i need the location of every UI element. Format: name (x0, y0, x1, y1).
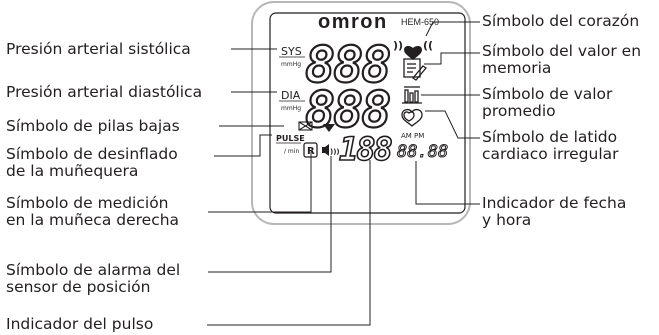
svg-text:((: (( (423, 39, 433, 52)
memory-icon (403, 58, 427, 81)
ampm-label: AM PM (401, 132, 424, 140)
callout-pulse-indicator: Indicador del pulso (6, 315, 154, 333)
sys-label: SYS (281, 45, 302, 58)
brand-logo: omron (318, 11, 388, 33)
svg-text:R: R (307, 146, 315, 157)
dia-label: DIA (281, 89, 301, 102)
callout-heart: Símbolo del corazón (482, 12, 640, 30)
clock-digits: 88.88 (397, 142, 448, 162)
diastolic-digits: 888 (305, 81, 389, 139)
irregular-heartbeat-icon (401, 108, 423, 127)
svg-text:))): ))) (330, 148, 340, 156)
callout-systolic: Presión arterial sistólica (6, 40, 191, 58)
callout-low-battery: Símbolo de pilas bajas (6, 117, 180, 135)
model-label: HEM-650 (401, 17, 439, 27)
average-icon (402, 86, 422, 104)
dia-unit: mmHg (281, 105, 301, 112)
position-alarm-icon: ))) (322, 144, 340, 156)
leader-lines (207, 21, 480, 326)
per-min-label: / min (284, 148, 299, 155)
svg-text:)): )) (393, 39, 403, 52)
heart-icon: )) (( (393, 39, 433, 60)
pulse-label: PULSE (276, 134, 305, 143)
low-battery-icon (298, 121, 313, 131)
pulse-digits: 188 (339, 130, 392, 168)
callout-diastolic: Presión arterial diastólica (6, 83, 203, 101)
deflation-icon (323, 124, 335, 132)
systolic-digits: 888 (305, 36, 389, 94)
sys-unit: mmHg (281, 61, 301, 68)
